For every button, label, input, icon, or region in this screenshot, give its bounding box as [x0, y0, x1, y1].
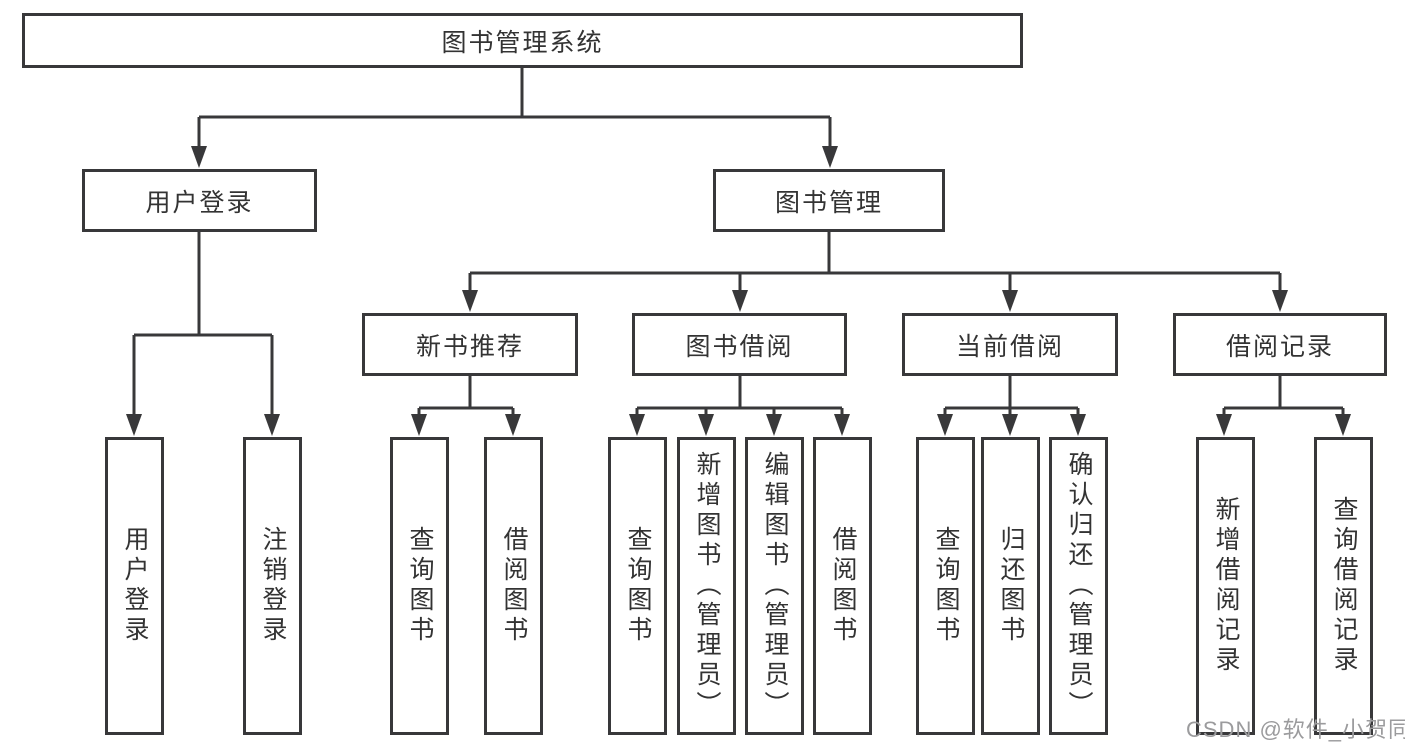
node-new-book-recommendation: 新书推荐	[362, 313, 578, 376]
arrowhead	[1335, 414, 1351, 436]
connector-book-management-children	[462, 232, 1288, 312]
arrowhead	[264, 414, 280, 436]
node-current-borrowing: 当前借阅	[902, 313, 1118, 376]
connector-root-to-level2	[191, 68, 838, 168]
node-user-login: 用户登录	[82, 169, 317, 232]
connector-new-book-recommendation-children	[411, 376, 521, 436]
arrowhead	[732, 290, 748, 312]
leaf-edit-books-admin: 编辑图书（管理员）	[745, 437, 804, 735]
arrowhead	[822, 146, 838, 168]
arrowhead	[1002, 290, 1018, 312]
leaf-user-login: 用户登录	[105, 437, 164, 735]
leaf-add-borrow-record: 新增借阅记录	[1196, 437, 1255, 735]
arrowhead	[1002, 414, 1018, 436]
node-book-management: 图书管理	[713, 169, 945, 232]
connector-borrowing-records-children	[1216, 376, 1351, 436]
leaf-borrow-books-borrowing: 借阅图书	[813, 437, 872, 735]
arrowhead	[629, 414, 645, 436]
leaf-logout: 注销登录	[243, 437, 302, 735]
arrowhead	[1070, 414, 1086, 436]
leaf-query-books-current: 查询图书	[916, 437, 975, 735]
connector-current-borrowing-children	[937, 376, 1086, 436]
node-library-system: 图书管理系统	[22, 13, 1023, 68]
leaf-add-books-admin: 新增图书（管理员）	[677, 437, 736, 735]
leaf-query-books-borrowing: 查询图书	[608, 437, 667, 735]
node-borrowing-records: 借阅记录	[1173, 313, 1387, 376]
arrowhead	[937, 414, 953, 436]
leaf-borrow-books-recommend: 借阅图书	[484, 437, 543, 735]
arrowhead	[834, 414, 850, 436]
csdn-watermark: CSDN @软件_小贺同学	[1186, 717, 1405, 742]
arrowhead	[766, 414, 782, 436]
arrowhead	[462, 290, 478, 312]
connector-book-borrowing-children	[629, 376, 850, 436]
leaf-return-books: 归还图书	[981, 437, 1040, 735]
arrowhead	[1216, 414, 1232, 436]
arrowhead	[191, 146, 207, 168]
arrowhead	[411, 414, 427, 436]
arrowhead	[698, 414, 714, 436]
connector-user-login-children	[126, 232, 280, 436]
leaf-confirm-return-admin: 确认归还（管理员）	[1049, 437, 1108, 735]
node-book-borrowing: 图书借阅	[632, 313, 847, 376]
arrowhead	[1272, 290, 1288, 312]
arrowhead	[505, 414, 521, 436]
arrowhead	[126, 414, 142, 436]
leaf-query-borrow-record: 查询借阅记录	[1314, 437, 1373, 735]
leaf-query-books-recommend: 查询图书	[390, 437, 449, 735]
